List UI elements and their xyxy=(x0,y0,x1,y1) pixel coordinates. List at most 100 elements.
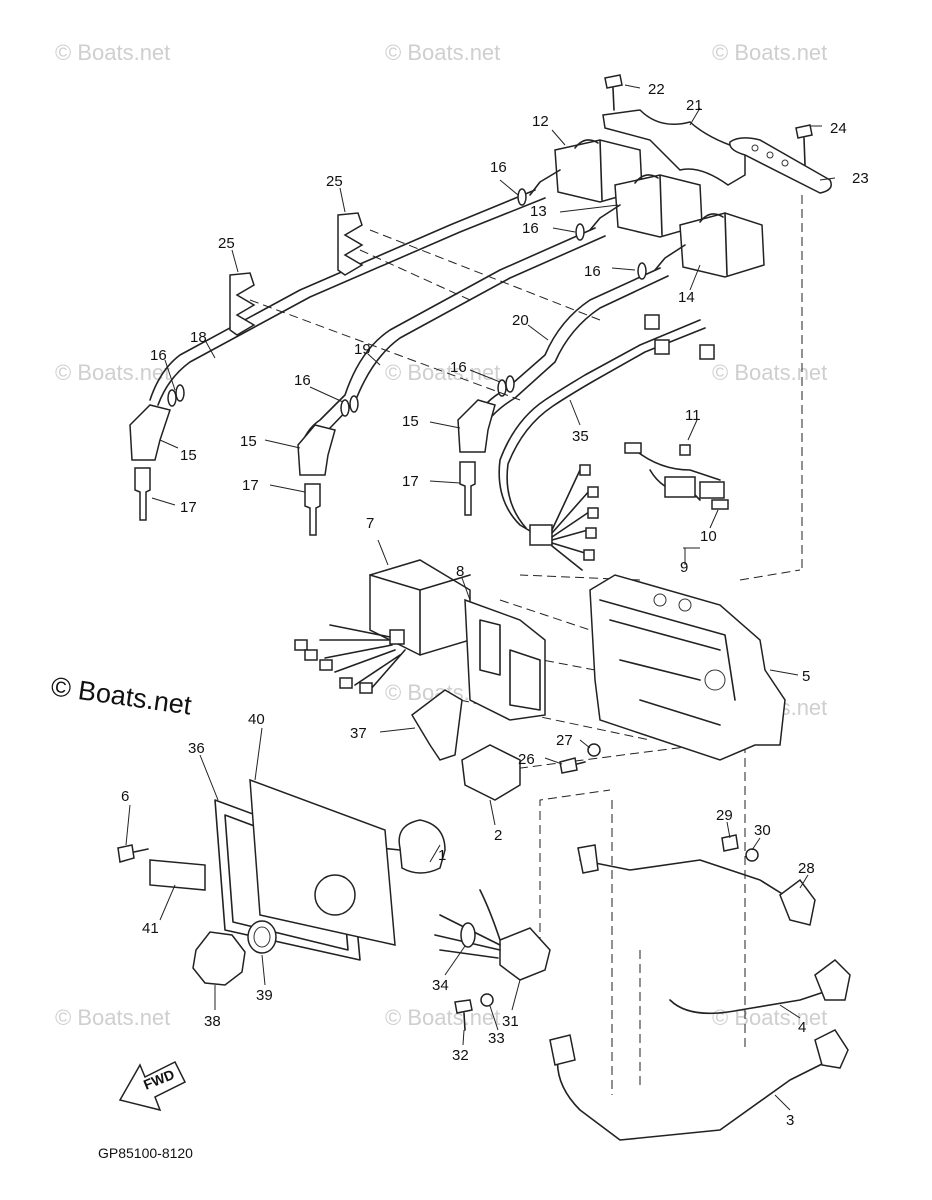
callout-27: 27 xyxy=(556,732,573,749)
cord-clamps-16 xyxy=(167,188,647,417)
callout-16d: 16 xyxy=(150,347,167,364)
watermark: © Boats.net xyxy=(712,1005,827,1030)
callout-16e: 16 xyxy=(294,372,311,389)
callout-31: 31 xyxy=(502,1013,519,1030)
washer-33 xyxy=(480,993,494,1007)
callout-32: 32 xyxy=(452,1047,469,1064)
callout-40: 40 xyxy=(248,711,265,728)
callout-36: 36 xyxy=(188,740,205,757)
watermark: © Boats.net xyxy=(712,360,827,385)
callout-labels: 1 2 3 4 5 6 7 8 9 10 11 12 13 14 15 15 1… xyxy=(121,81,869,1129)
leader-lines xyxy=(125,84,836,1111)
hightension-cord-18 xyxy=(149,189,536,401)
callout-21: 21 xyxy=(686,97,703,114)
bracket-31 xyxy=(499,927,551,981)
filler-cap-38 xyxy=(192,931,246,986)
spark-plug-17-left xyxy=(134,467,151,521)
callout-22: 22 xyxy=(648,81,665,98)
spark-plug-17-right xyxy=(459,461,476,516)
sensor-4 xyxy=(669,959,851,1015)
callout-4: 4 xyxy=(798,1019,806,1036)
callout-24: 24 xyxy=(830,120,847,137)
callout-1: 1 xyxy=(438,847,446,864)
callout-25b: 25 xyxy=(218,235,235,252)
electrical-box-5 xyxy=(589,574,786,761)
callout-28: 28 xyxy=(798,860,815,877)
callout-16c: 16 xyxy=(584,263,601,280)
watermark: © Boats.net xyxy=(55,1005,170,1030)
figure-code: GP85100-8120 xyxy=(98,1145,193,1161)
ignition-coil-14 xyxy=(654,212,765,278)
callout-30: 30 xyxy=(754,822,771,839)
washer-30 xyxy=(745,848,759,862)
seal-39 xyxy=(247,920,277,954)
callout-6: 6 xyxy=(121,788,129,805)
fuse-10 xyxy=(711,499,729,510)
callout-23: 23 xyxy=(852,170,869,187)
fwd-arrow-icon: FWD xyxy=(118,1060,187,1112)
callout-25: 25 xyxy=(326,173,343,190)
coil-bracket-21 xyxy=(602,109,746,186)
watermark: © Boats.net xyxy=(385,360,500,385)
bolt-24 xyxy=(795,124,813,166)
callout-33: 33 xyxy=(488,1030,505,1047)
callout-11: 11 xyxy=(685,407,701,424)
cover-40 xyxy=(249,778,396,946)
wire-lead-34 xyxy=(434,889,501,959)
callout-37: 37 xyxy=(350,725,367,742)
washer-27 xyxy=(587,743,601,757)
callout-34: 34 xyxy=(432,977,449,994)
callout-35: 35 xyxy=(572,428,589,445)
brand-watermark: © Boats.net xyxy=(49,671,194,720)
callout-20: 20 xyxy=(512,312,529,329)
callout-41: 41 xyxy=(142,920,159,937)
callout-13: 13 xyxy=(530,203,547,220)
bolt-26 xyxy=(559,757,586,774)
callout-15c: 15 xyxy=(402,413,419,430)
callout-18: 18 xyxy=(190,329,207,346)
label-41 xyxy=(149,859,206,891)
callout-17c: 17 xyxy=(402,473,419,490)
plate-23 xyxy=(729,137,832,194)
callout-15b: 15 xyxy=(240,433,257,450)
callout-16b: 16 xyxy=(522,220,539,237)
watermark: © Boats.net xyxy=(385,1005,500,1030)
bolt-29 xyxy=(721,834,739,852)
bracket-8 xyxy=(464,598,546,721)
callout-38: 38 xyxy=(204,1013,221,1030)
callout-10: 10 xyxy=(700,528,717,545)
rectifier-2 xyxy=(461,744,521,801)
watermark: © Boats.net xyxy=(55,40,170,65)
callout-39: 39 xyxy=(256,987,273,1004)
plug-cap-15-left xyxy=(129,404,171,461)
callout-16: 16 xyxy=(490,159,507,176)
plug-cap-15-middle xyxy=(297,424,336,476)
bracket-37 xyxy=(411,689,463,761)
callout-16f: 16 xyxy=(450,359,467,376)
callout-3: 3 xyxy=(786,1112,794,1129)
callout-26: 26 xyxy=(518,751,535,768)
wire-harness-35 xyxy=(498,314,715,571)
sensor-3 xyxy=(549,1029,849,1141)
bolt-6 xyxy=(117,844,149,863)
callout-8: 8 xyxy=(456,563,464,580)
callout-2: 2 xyxy=(494,827,502,844)
watermark: © Boats.net xyxy=(55,360,170,385)
cord-holder-25-upper xyxy=(337,212,364,276)
watermark: © Boats.net xyxy=(712,40,827,65)
bolt-22 xyxy=(604,74,623,111)
callout-12: 12 xyxy=(532,113,549,130)
callout-19: 19 xyxy=(354,341,371,358)
spark-plug-17-middle xyxy=(304,483,321,536)
callout-15: 15 xyxy=(180,447,197,464)
screw-32 xyxy=(454,999,473,1031)
plug-cap-15-right xyxy=(457,399,496,453)
callout-7: 7 xyxy=(366,515,374,532)
cord-holder-25-lower xyxy=(229,272,256,336)
cap-11 xyxy=(679,444,691,456)
cdi-unit-7 xyxy=(294,559,471,694)
fuse-holder-9 xyxy=(624,442,725,501)
callout-5: 5 xyxy=(802,668,810,685)
callout-17: 17 xyxy=(180,499,197,516)
